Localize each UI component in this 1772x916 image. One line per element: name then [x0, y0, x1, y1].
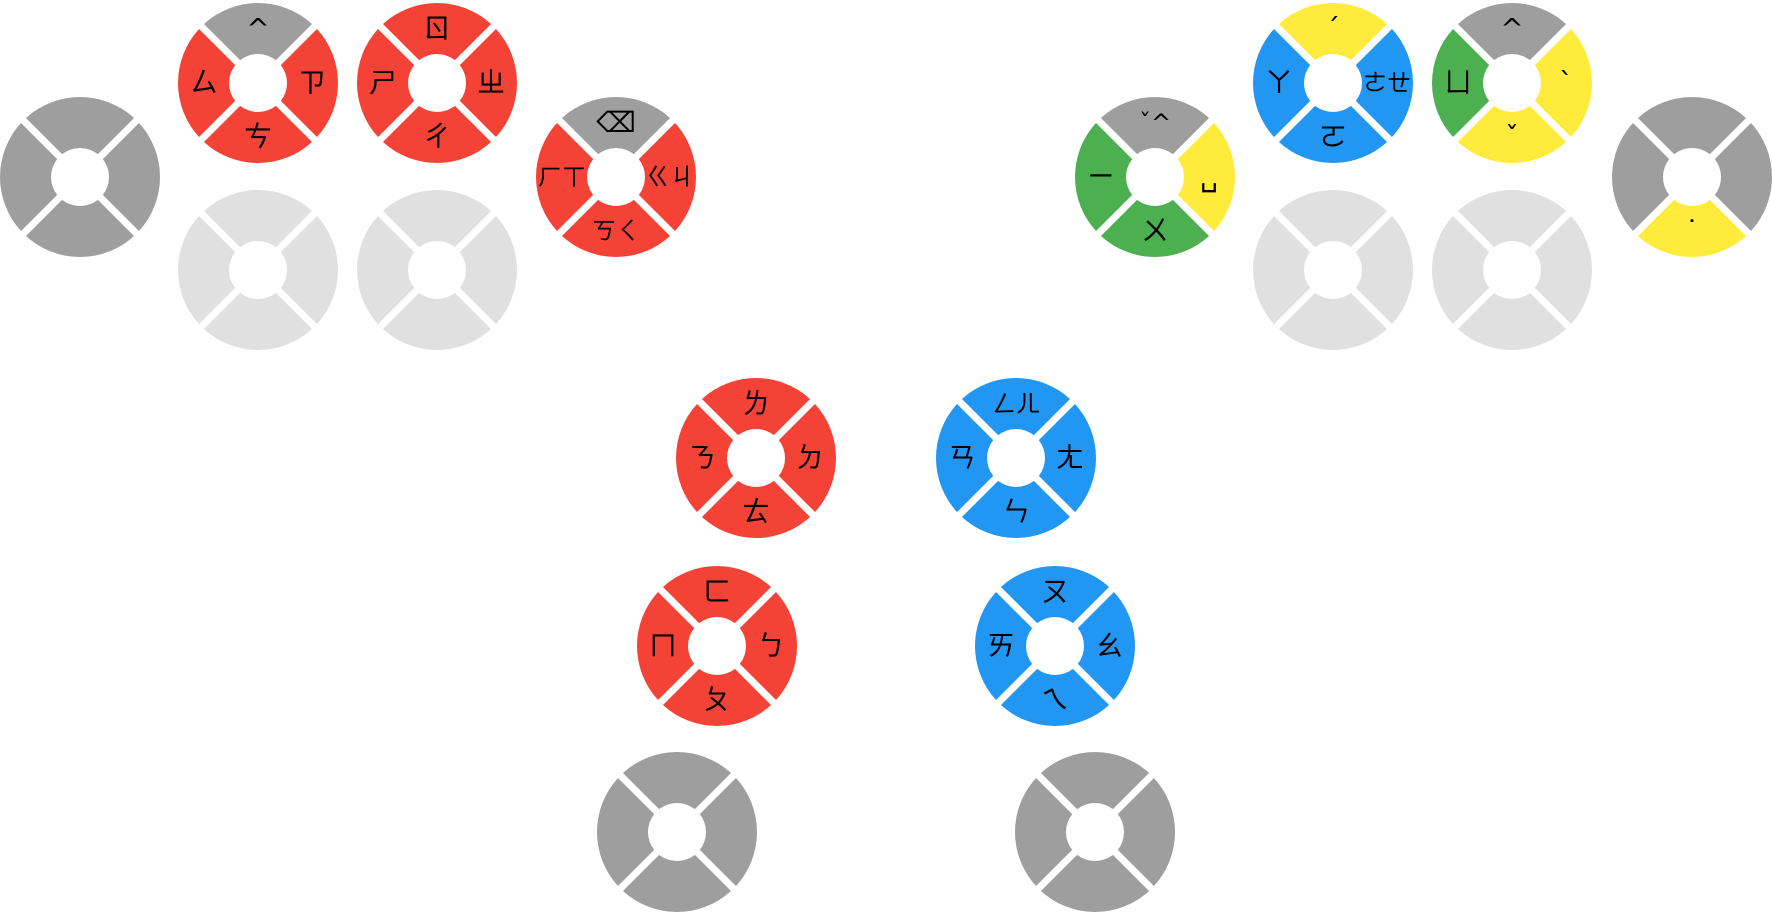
ring-segment-top[interactable] — [622, 752, 732, 810]
ring-segment-top[interactable] — [701, 378, 811, 436]
ring-segment-left[interactable] — [637, 591, 695, 701]
ring-segment-bottom[interactable] — [203, 292, 313, 350]
ring-segment-bottom[interactable] — [1278, 292, 1388, 350]
ring-segment-right[interactable] — [1534, 215, 1592, 325]
ring-segment-right[interactable] — [459, 215, 517, 325]
ring-segment-top[interactable] — [203, 190, 313, 248]
ring-segment-bottom[interactable] — [382, 105, 492, 163]
ring-segment-left[interactable] — [1432, 215, 1490, 325]
radial-ring-bottom-right-idle — [1015, 752, 1175, 912]
ring-segment-top[interactable] — [382, 3, 492, 61]
ring-segment-bottom[interactable] — [382, 292, 492, 350]
radial-ring-right-stick-idle: ˙ — [1612, 97, 1772, 257]
ring-segment-left[interactable] — [178, 215, 236, 325]
ring-segment-left[interactable] — [676, 403, 734, 513]
ring-segment-top[interactable] — [1278, 3, 1388, 61]
ring-segment-right[interactable] — [280, 215, 338, 325]
radial-ring-left-stick-idle — [0, 97, 160, 257]
ring-segment-bottom[interactable] — [662, 668, 772, 726]
ring-segment-top[interactable] — [1040, 752, 1150, 810]
ring-segment-left[interactable] — [0, 122, 58, 232]
radial-ring-center-right-ring-1: ㄥㄦㄤㄣㄢ — [936, 378, 1096, 538]
ring-segment-left[interactable] — [536, 122, 594, 232]
radial-ring-center-right-ring-2: ㄡㄠㄟㄞ — [975, 566, 1135, 726]
radial-ring-right-ghost-1 — [1253, 190, 1413, 350]
ring-segment-right[interactable] — [778, 403, 836, 513]
ring-segment-left[interactable] — [1075, 122, 1133, 232]
ring-segment-top[interactable] — [1457, 3, 1567, 61]
ring-segment-top[interactable] — [203, 3, 313, 61]
ring-segment-left[interactable] — [936, 403, 994, 513]
ring-segment-right[interactable] — [1355, 215, 1413, 325]
ring-segment-right[interactable] — [699, 777, 757, 887]
radial-ring-left-ring-3: ⌫ㄍㄐㄎㄑㄏㄒ — [536, 97, 696, 257]
ring-segment-bottom[interactable] — [1457, 292, 1567, 350]
ring-segment-bottom[interactable] — [1040, 854, 1150, 912]
ring-segment-bottom[interactable] — [1000, 668, 1110, 726]
ring-segment-left[interactable] — [1015, 777, 1073, 887]
ring-segment-top[interactable] — [1000, 566, 1110, 624]
ring-segment-right[interactable] — [1714, 122, 1772, 232]
ring-segment-bottom[interactable] — [203, 105, 313, 163]
ring-segment-right[interactable] — [739, 591, 797, 701]
radial-ring-left-ghost-1 — [178, 190, 338, 350]
ring-segment-bottom[interactable] — [1637, 199, 1747, 257]
ring-segment-right[interactable] — [1177, 122, 1235, 232]
ring-segment-top[interactable] — [25, 97, 135, 155]
ring-segment-right[interactable] — [638, 122, 696, 232]
ring-segment-right[interactable] — [1117, 777, 1175, 887]
ring-segment-right[interactable] — [1534, 28, 1592, 138]
radial-ring-left-ring-2: ㄖㄓㄔㄕ — [357, 3, 517, 163]
ring-segment-top[interactable] — [1457, 190, 1567, 248]
ring-segment-right[interactable] — [1077, 591, 1135, 701]
ring-segment-top[interactable] — [1637, 97, 1747, 155]
ring-segment-top[interactable] — [1100, 97, 1210, 155]
ring-segment-bottom[interactable] — [1457, 105, 1567, 163]
ring-segment-left[interactable] — [1253, 215, 1311, 325]
ring-segment-right[interactable] — [1038, 403, 1096, 513]
ring-segment-left[interactable] — [357, 215, 415, 325]
ring-segment-bottom[interactable] — [961, 480, 1071, 538]
radial-ring-right-ring-1: ˇ^␣ㄨㄧ — [1075, 97, 1235, 257]
ring-segment-left[interactable] — [357, 28, 415, 138]
ring-segment-bottom[interactable] — [1100, 199, 1210, 257]
ring-segment-left[interactable] — [178, 28, 236, 138]
ring-segment-bottom[interactable] — [701, 480, 811, 538]
ring-segment-left[interactable] — [1432, 28, 1490, 138]
ring-segment-right[interactable] — [280, 28, 338, 138]
ring-segment-right[interactable] — [1355, 28, 1413, 138]
ring-segment-bottom[interactable] — [1278, 105, 1388, 163]
radial-ring-right-ghost-2 — [1432, 190, 1592, 350]
ring-segment-top[interactable] — [961, 378, 1071, 436]
ring-segment-left[interactable] — [1612, 122, 1670, 232]
radial-ring-left-ring-1: ^ㄗㄘㄙ — [178, 3, 338, 163]
ring-segment-left[interactable] — [597, 777, 655, 887]
ring-segment-bottom[interactable] — [622, 854, 732, 912]
ring-segment-right[interactable] — [459, 28, 517, 138]
radial-ring-bottom-left-idle — [597, 752, 757, 912]
ring-segment-top[interactable] — [561, 97, 671, 155]
radial-ring-center-left-ring-1: ㄌㄉㄊㄋ — [676, 378, 836, 538]
ring-segment-left[interactable] — [1253, 28, 1311, 138]
ring-segment-right[interactable] — [102, 122, 160, 232]
ring-segment-bottom[interactable] — [25, 199, 135, 257]
ring-segment-top[interactable] — [382, 190, 492, 248]
ring-segment-bottom[interactable] — [561, 199, 671, 257]
radial-ring-left-ghost-2 — [357, 190, 517, 350]
ring-segment-top[interactable] — [662, 566, 772, 624]
radial-ring-center-left-ring-2: ㄈㄅㄆㄇ — [637, 566, 797, 726]
ring-segment-left[interactable] — [975, 591, 1033, 701]
ring-segment-top[interactable] — [1278, 190, 1388, 248]
